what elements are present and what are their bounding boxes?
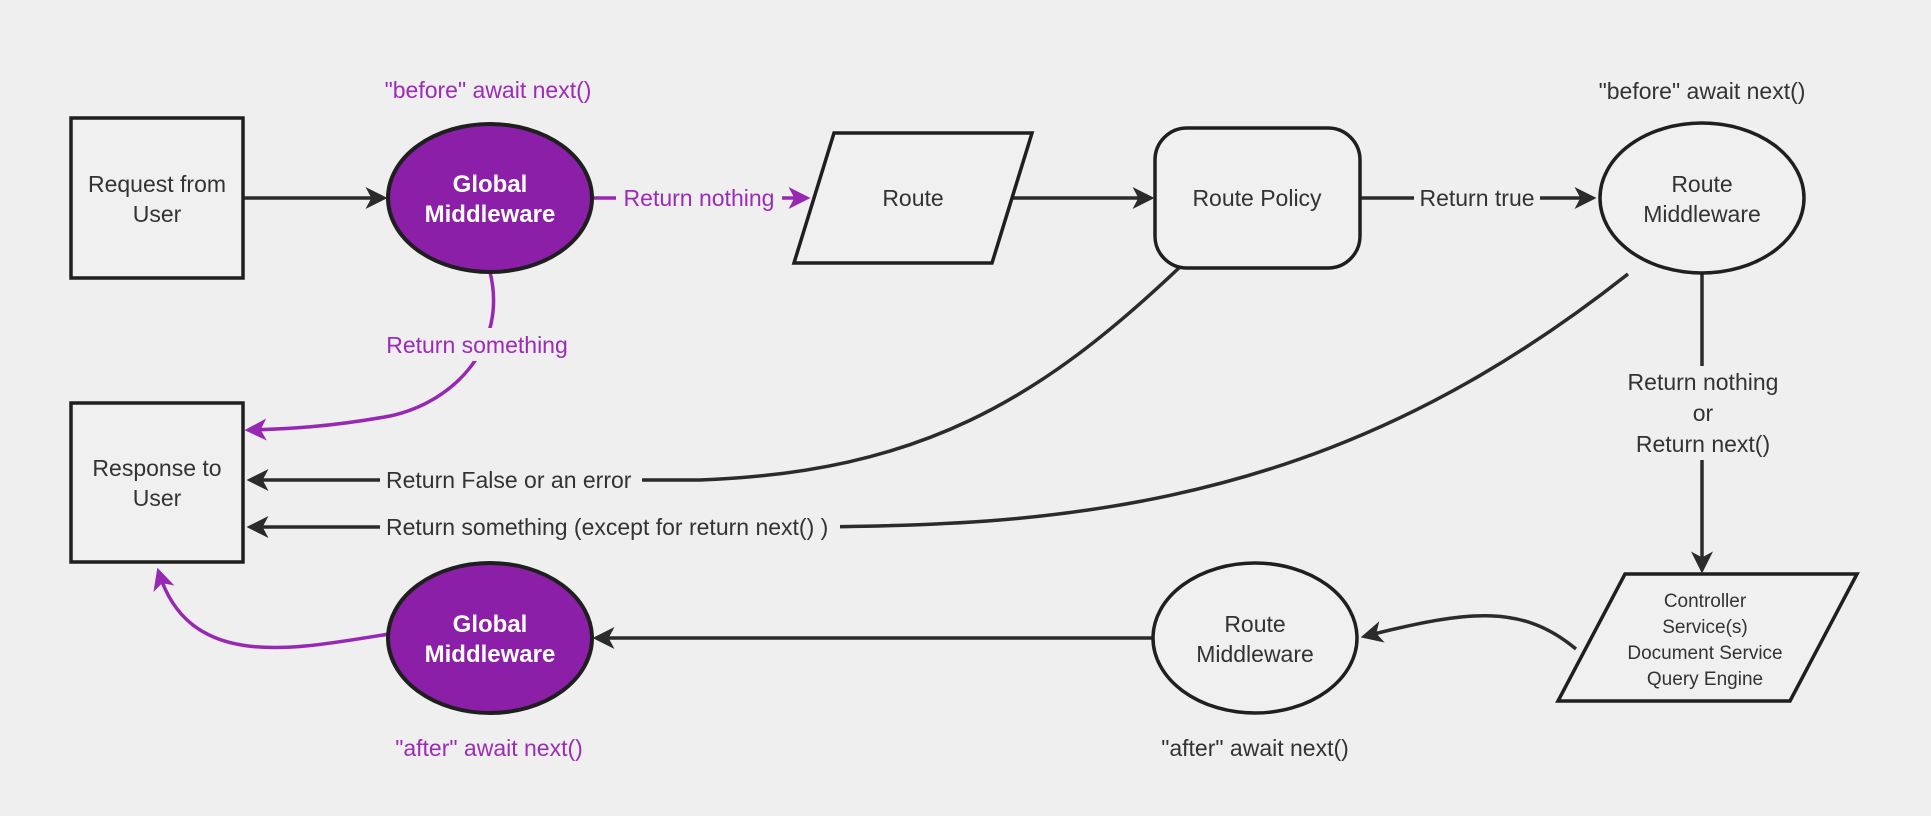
edge-global-middleware-bottom-to-response: [153, 567, 390, 650]
label-bg-return-true: [1414, 182, 1540, 214]
label-return-nothing-or-return-next: Return nothing or Return next(): [1628, 369, 1779, 457]
edge-route-policy-return-false-to-response: [246, 264, 1183, 491]
label-return-nothing-or-line3: Return next(): [1636, 431, 1770, 457]
request-from-user-box: [69, 116, 245, 280]
controller-services-line1: Controller: [1664, 591, 1747, 612]
label-after-await-next-left: "after" await next(): [395, 735, 583, 761]
label-bg-return-nothing-or: [1618, 366, 1788, 460]
label-return-something: Return something: [386, 332, 568, 358]
route-middleware-top-ellipse: [1598, 121, 1806, 275]
label-return-nothing-or-line2: or: [1693, 400, 1714, 426]
controller-services-line4: Query Engine: [1647, 669, 1763, 690]
edge-controller-to-route-middleware-bottom: [1360, 614, 1578, 651]
label-return-false-or-error: Return False or an error: [386, 467, 632, 493]
label-before-await-next-left: "before" await next(): [385, 77, 592, 103]
route-parallelogram: [791, 131, 1035, 265]
node-controller-services: Controller Service(s) Document Service Q…: [1555, 572, 1860, 703]
label-after-await-next-right: "after" await next(): [1161, 735, 1349, 761]
controller-services-parallelogram: [1555, 572, 1860, 703]
node-global-middleware-top: Global Middleware: [386, 122, 594, 274]
label-bg-return-something: [382, 328, 572, 361]
label-return-true: Return true: [1419, 185, 1534, 211]
node-route-policy: Route Policy: [1153, 126, 1362, 270]
label-return-something-except: Return something (except for return next…: [386, 514, 828, 540]
node-route: Route: [791, 131, 1035, 265]
response-to-user-line2: User: [133, 485, 182, 511]
global-middleware-bottom-ellipse: [386, 561, 594, 715]
route-middleware-bottom-line1: Route: [1224, 611, 1285, 637]
node-route-middleware-bottom: Route Middleware: [1151, 561, 1359, 715]
route-middleware-bottom-line2: Middleware: [1196, 641, 1314, 667]
response-to-user-line1: Response to: [92, 455, 221, 481]
route-middleware-top-line1: Route: [1671, 171, 1732, 197]
route-policy-box: [1153, 126, 1362, 270]
label-return-nothing: Return nothing: [624, 185, 775, 211]
response-to-user-box: [69, 401, 245, 564]
node-response-to-user: Response to User: [69, 401, 245, 564]
global-middleware-bottom-line1: Global: [453, 611, 528, 638]
controller-services-line3: Document Service: [1627, 643, 1782, 664]
request-from-user-line1: Request from: [88, 171, 226, 197]
label-return-nothing-or-line1: Return nothing: [1628, 369, 1779, 395]
global-middleware-top-ellipse: [386, 122, 594, 274]
global-middleware-bottom-line2: Middleware: [425, 641, 556, 668]
global-middleware-top-line2: Middleware: [425, 201, 556, 228]
route-middleware-bottom-ellipse: [1151, 561, 1359, 715]
label-bg-return-something-except: [380, 512, 840, 543]
node-request-from-user: Request from User: [69, 116, 245, 280]
node-route-middleware-top: Route Middleware: [1598, 121, 1806, 275]
node-global-middleware-bottom: Global Middleware: [386, 561, 594, 715]
route-label: Route: [882, 185, 943, 211]
global-middleware-top-line1: Global: [453, 171, 528, 198]
controller-services-line2: Service(s): [1662, 617, 1748, 638]
route-middleware-top-line2: Middleware: [1643, 201, 1761, 227]
label-before-await-next-right: "before" await next(): [1599, 78, 1806, 104]
request-from-user-line2: User: [133, 201, 182, 227]
label-bg-return-nothing: [616, 182, 782, 214]
label-bg-return-false: [380, 465, 642, 496]
route-policy-label: Route Policy: [1192, 185, 1322, 211]
